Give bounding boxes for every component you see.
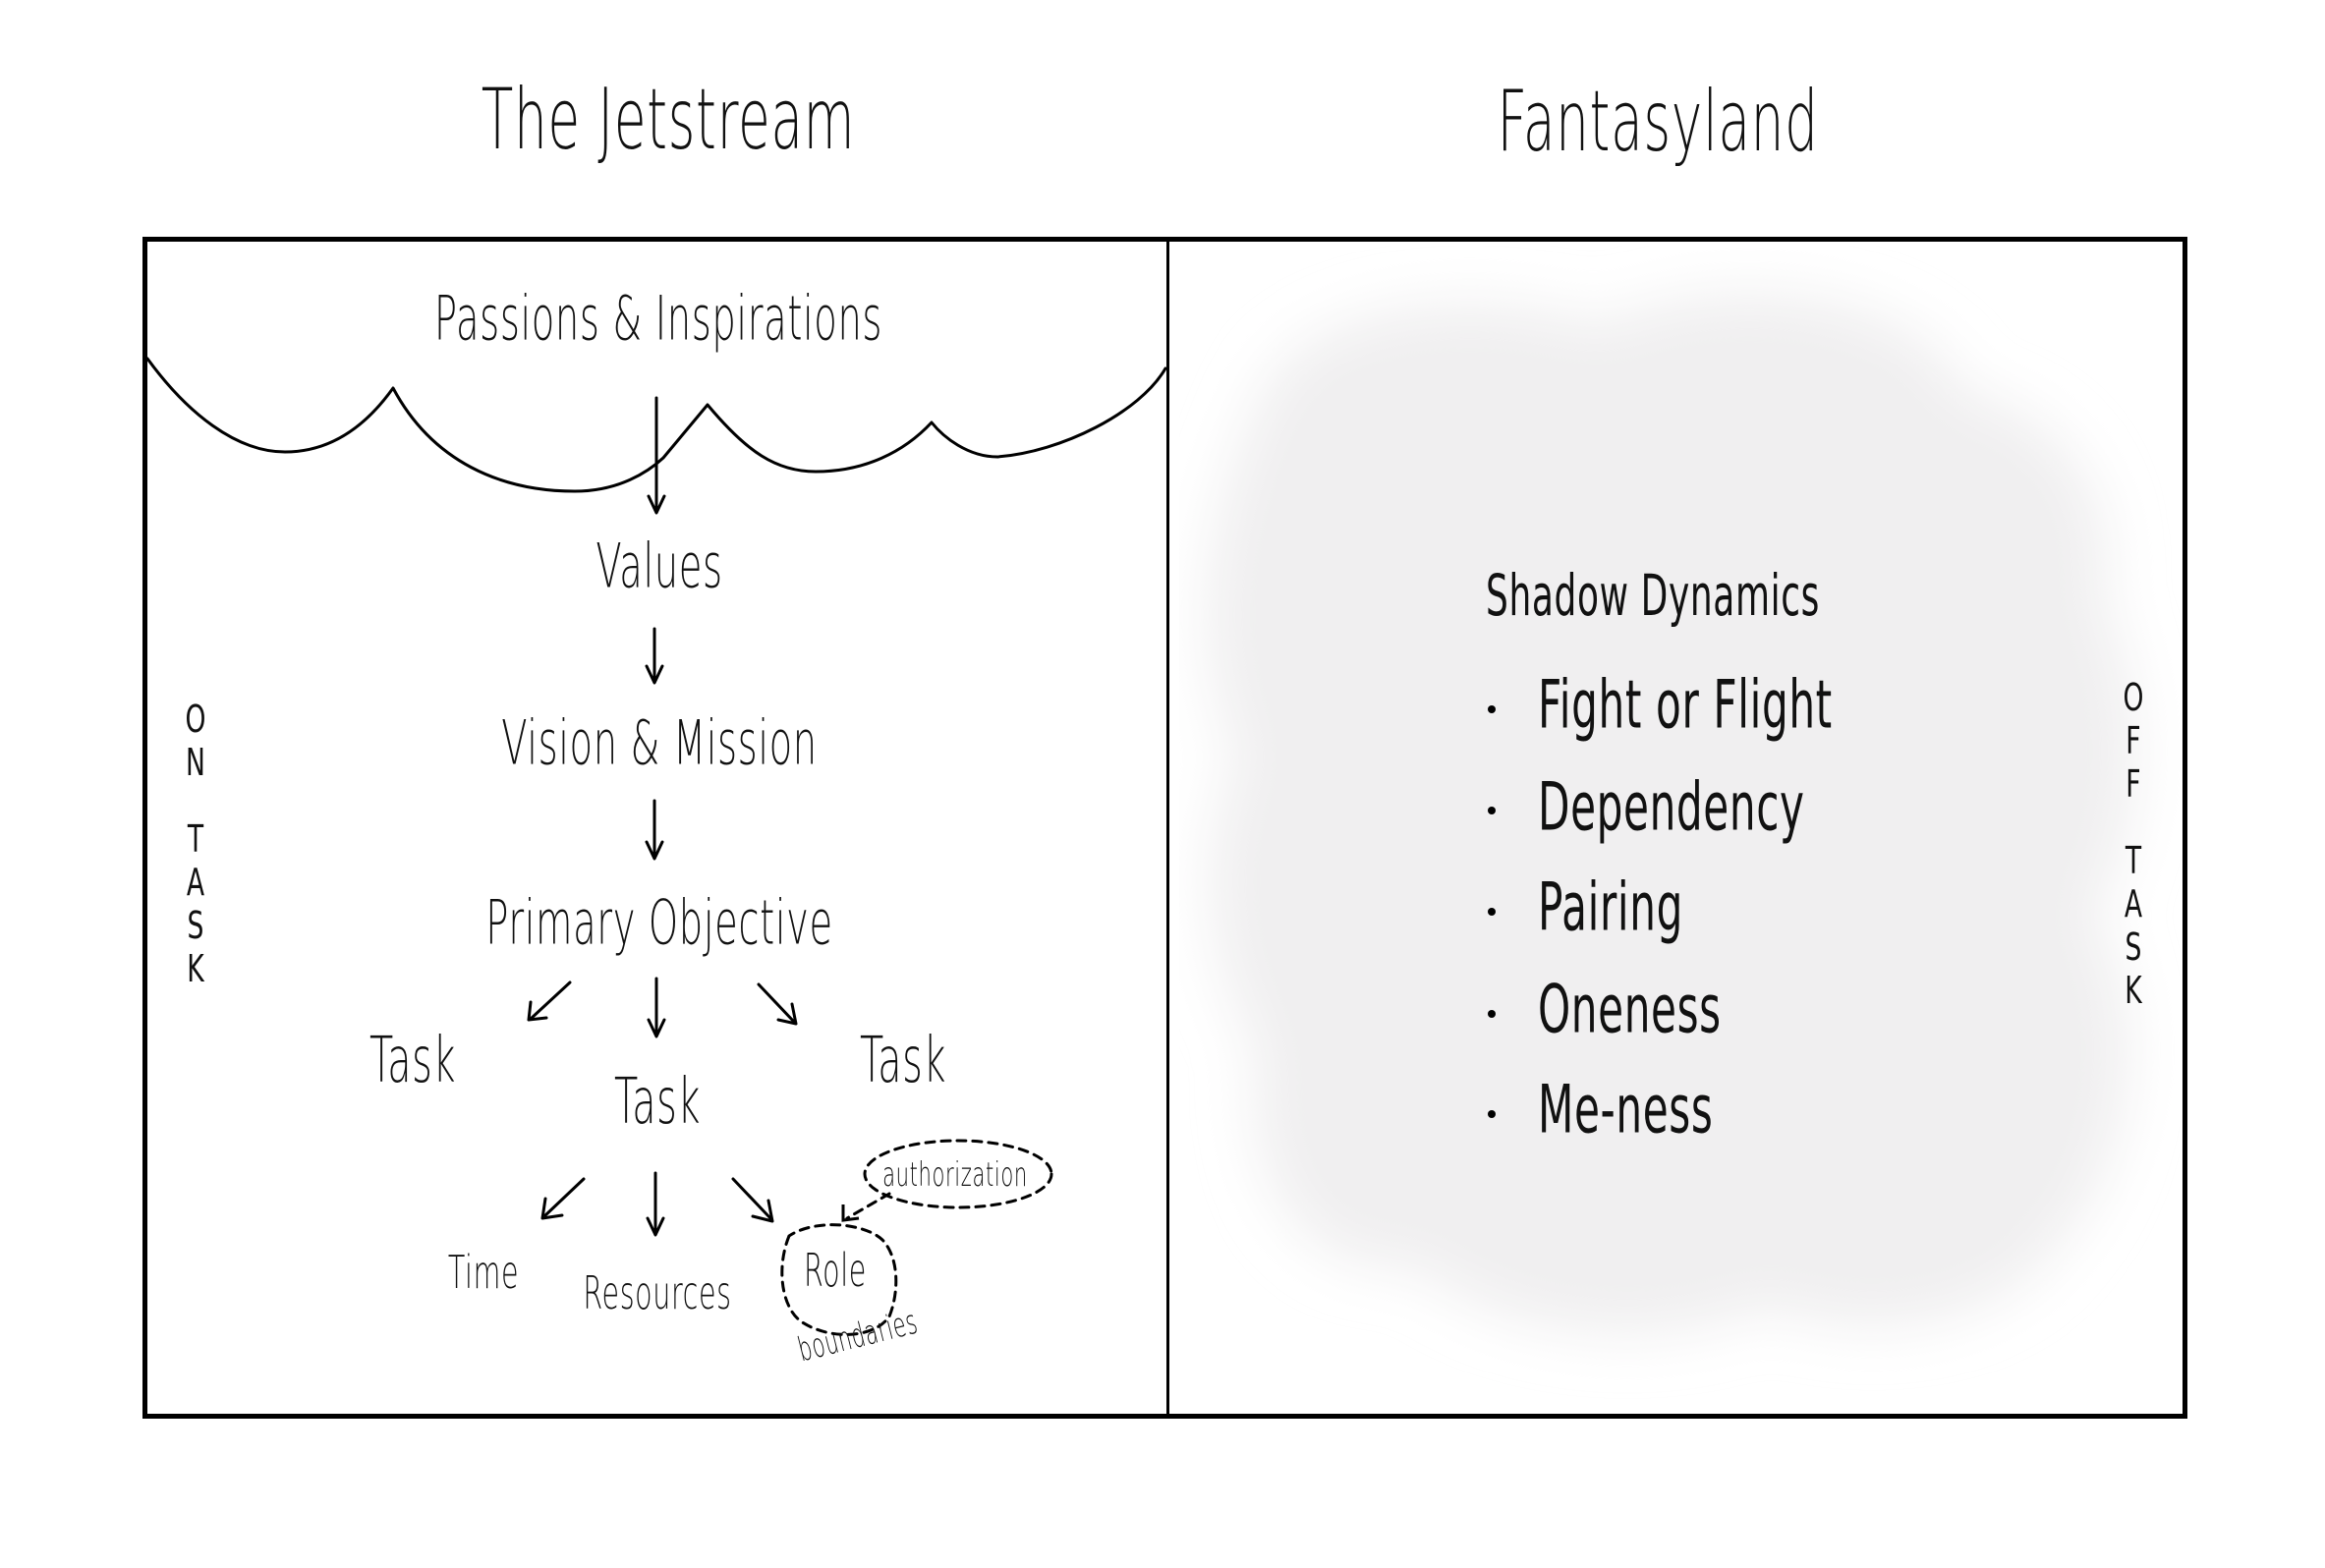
task-middle: Task — [613, 1066, 702, 1139]
on-task-label: O N T A S K — [185, 698, 206, 990]
heading-fantasyland: Fantasyland — [1497, 73, 1819, 171]
flow-values: Values — [595, 530, 723, 602]
diagram-frame — [142, 237, 2187, 1419]
sub-item-time: Time — [447, 1246, 520, 1299]
shadow-item-dependency: Dependency — [1538, 768, 1805, 847]
heading-jetstream: The Jetstream — [481, 71, 856, 169]
shadow-item-fight-or-flight: Fight or Flight — [1538, 666, 1833, 745]
sub-item-role: Role — [804, 1244, 867, 1297]
panel-divider — [1166, 237, 1169, 1419]
authorization-bubble — [863, 1139, 1053, 1209]
flow-vision-mission: Vision & Mission — [501, 706, 818, 779]
sub-item-resources: Resources — [583, 1266, 732, 1319]
task-left: Task — [369, 1025, 457, 1097]
flow-primary-objective: Primary Objective — [485, 886, 833, 959]
shadow-item-oneness: Oneness — [1538, 971, 1722, 1049]
shadow-item-pairing: Pairing — [1538, 868, 1683, 947]
cloud-outline — [145, 357, 1167, 493]
annotation-authorization: authorization — [882, 1155, 1028, 1195]
cloud-label: Passions & Inspirations — [433, 282, 883, 355]
shadow-dynamics-title: Shadow Dynamics — [1486, 562, 1820, 629]
shadow-item-me-ness: Me-ness — [1538, 1071, 1714, 1149]
task-right: Task — [859, 1025, 947, 1097]
off-task-label: O F F T A S K — [2123, 676, 2144, 1012]
role-circle — [780, 1223, 898, 1336]
shadow-cloud — [1207, 294, 2135, 1334]
